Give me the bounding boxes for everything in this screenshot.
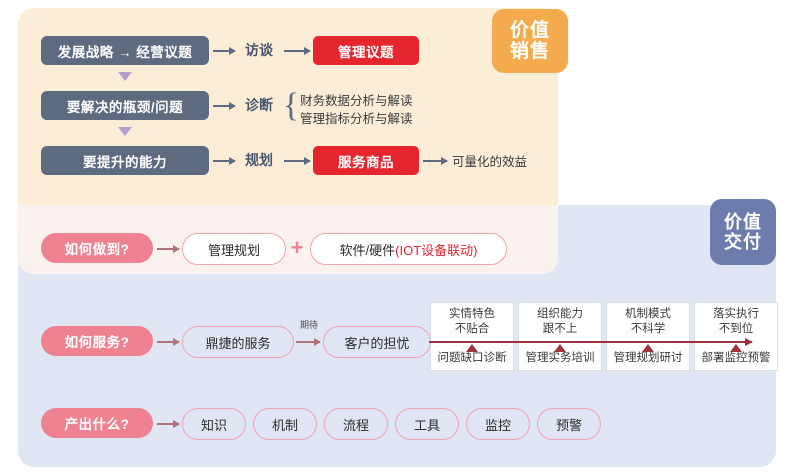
down-arrow-row2-row3: [118, 127, 132, 136]
concern-column[interactable]: 实情特色 不贴合 问题缺口诊断: [430, 302, 514, 371]
arrow-row3-to-stage: [213, 157, 236, 165]
badge-value-delivery-line2: 交付: [724, 232, 762, 252]
howto-option-b-main: 软件/硬件: [339, 242, 396, 258]
badge-value-sales-line1: 价值: [509, 19, 550, 41]
concern-marker-triangle: [466, 344, 478, 352]
concern-column-bottom: 问题缺口诊断: [437, 352, 507, 364]
arrow-stage3-to-result: [284, 157, 311, 165]
concern-column-top: 实情特色 不贴合: [431, 307, 513, 336]
sales-row-1-stage: 访谈: [245, 42, 273, 58]
concern-top-line1: 落实执行: [713, 308, 759, 320]
output-item-pill[interactable]: 机制: [253, 408, 317, 440]
concern-column-top: 落实执行 不到位: [695, 307, 777, 336]
output-item-pill[interactable]: 预警: [537, 408, 601, 440]
arrow-row1-to-stage: [213, 47, 236, 55]
arrow-output-to-items: [157, 420, 180, 428]
output-question-pill[interactable]: 产出什么?: [41, 408, 153, 438]
badge-value-sales-line2: 销售: [509, 41, 550, 62]
sales-row-2-item-2: 管理指标分析与解读: [300, 111, 413, 126]
sales-row-2-item-1: 财务数据分析与解读: [300, 93, 413, 108]
sales-row-3-box[interactable]: 要提升的能力: [41, 146, 209, 175]
service-concern-pill[interactable]: 客户的担忧: [323, 326, 431, 358]
down-arrow-row1-row2: [118, 72, 132, 81]
arrow-offering-to-concern: [296, 338, 321, 345]
service-arrow-annotation: 期待: [299, 319, 318, 330]
concern-column-top: 组织能力 跟不上: [519, 307, 601, 336]
concern-marker-triangle: [642, 344, 654, 352]
concern-marker-triangle: [730, 344, 742, 352]
concern-top-line1: 组织能力: [537, 308, 583, 320]
arrow-row2-to-stage: [213, 102, 236, 110]
arrow-howto-to-option-a: [157, 245, 180, 253]
badge-value-delivery-line1: 价值: [724, 211, 762, 232]
output-item-pill[interactable]: 工具: [395, 408, 459, 440]
sales-row-2-stage: 诊断: [245, 97, 273, 113]
concern-top-line1: 实情特色: [449, 308, 495, 320]
service-offering-pill[interactable]: 鼎捷的服务: [182, 326, 294, 358]
sales-row-3-result[interactable]: 服务商品: [313, 146, 419, 175]
output-item-pill[interactable]: 流程: [324, 408, 388, 440]
service-timeline-arrow: [429, 338, 753, 346]
concern-top-line2: 不到位: [718, 322, 754, 335]
howto-option-b-accent: (IOT设备联动): [395, 242, 478, 258]
output-item-pill[interactable]: 监控: [466, 408, 530, 440]
concern-column-bottom: 部署监控预警: [701, 352, 771, 364]
concern-marker-triangle: [554, 344, 566, 352]
sales-row-1-result[interactable]: 管理议题: [313, 36, 419, 65]
sales-row-1-box[interactable]: 发展战略 → 经营议题: [41, 36, 209, 65]
howto-question-pill[interactable]: 如何做到?: [41, 233, 153, 263]
badge-value-sales: 价值 销售: [492, 9, 568, 73]
concern-top-line2: 跟不上: [542, 322, 578, 335]
sales-row-2-box[interactable]: 要解决的瓶颈/问题: [41, 91, 209, 120]
concern-column-top: 机制模式 不科学: [607, 307, 689, 336]
concern-top-line2: 不贴合: [454, 322, 490, 335]
arrow-stage1-to-result: [284, 47, 311, 55]
sales-row-2-brace: {: [282, 87, 300, 124]
service-question-pill[interactable]: 如何服务?: [41, 326, 153, 356]
arrow-result3-to-outcome: [423, 157, 448, 165]
concern-top-line2: 不科学: [630, 322, 666, 335]
sales-row-3-stage: 规划: [245, 152, 273, 168]
arrow-service-to-offering: [157, 338, 180, 346]
concern-column-bottom: 管理实务培训: [525, 352, 595, 364]
howto-plus-sign: +: [290, 235, 304, 260]
concern-column-bottom: 管理规划研讨: [613, 352, 683, 364]
concern-column[interactable]: 落实执行 不到位 部署监控预警: [694, 302, 778, 371]
badge-value-delivery: 价值 交付: [710, 199, 776, 265]
howto-option-a-pill[interactable]: 管理规划: [182, 233, 286, 265]
concern-top-line1: 机制模式: [625, 308, 671, 320]
output-item-pill[interactable]: 知识: [182, 408, 246, 440]
concern-column[interactable]: 组织能力 跟不上 管理实务培训: [518, 302, 602, 371]
concern-column[interactable]: 机制模式 不科学 管理规划研讨: [606, 302, 690, 371]
sales-row-3-outcome: 可量化的效益: [452, 155, 528, 169]
howto-option-b-pill[interactable]: 软件/硬件(IOT设备联动): [310, 233, 507, 265]
